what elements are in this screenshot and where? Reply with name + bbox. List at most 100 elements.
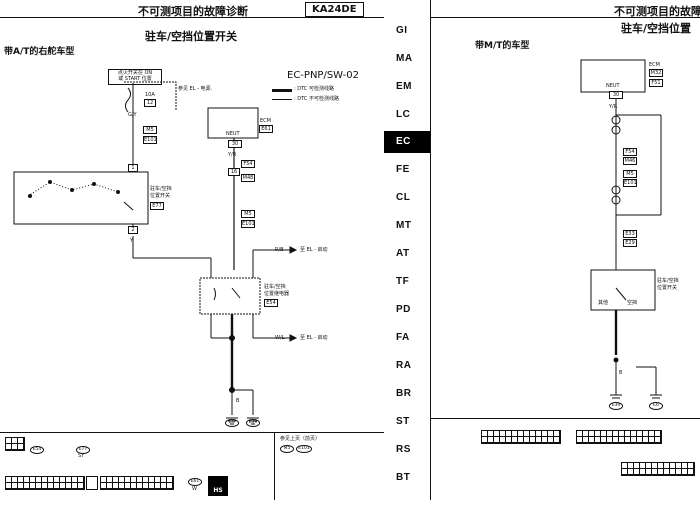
right-footer-grid-2	[576, 430, 662, 444]
right-subtitle: 带M/T的车型	[475, 41, 530, 51]
tab-st[interactable]: ST	[396, 416, 410, 427]
tab-em[interactable]: EM	[396, 81, 412, 92]
right-footer-grid-3	[621, 462, 695, 476]
legend-thin-line	[272, 99, 292, 100]
tab-at[interactable]: AT	[396, 248, 410, 259]
footer-small-e61: E61	[188, 478, 202, 486]
right-switch-label-1: 驻车/空挡	[657, 278, 679, 284]
footer-small-sy: SY	[78, 453, 85, 459]
footer-small-e77: E77	[76, 446, 90, 454]
right-conn-e33: E33	[623, 230, 637, 238]
conn-e101b: E101	[241, 220, 255, 228]
right-wire-yr: Y/R	[609, 104, 618, 110]
wire-rb-label: R/B	[275, 247, 284, 253]
tab-lc[interactable]: LC	[396, 109, 411, 120]
conn-e101: E101	[143, 136, 157, 144]
right-ground-e6: E6	[649, 402, 663, 410]
model-code-badge: KA24DE	[305, 2, 364, 17]
page-header-title: 不可测项目的故障诊断	[138, 5, 248, 18]
right-page: 不可测项目的故障诊断 驻车/空挡位置 带M/T的车型 ECM M3	[431, 0, 700, 500]
fuse-reference: 参见 EL - 电源.	[178, 86, 213, 92]
tab-gi[interactable]: GI	[396, 25, 408, 36]
ignition-switch-box: 点火开关在 ON 或 START 位置	[108, 69, 162, 85]
right-footer-grid-1	[481, 430, 561, 444]
tab-ma[interactable]: MA	[396, 53, 413, 64]
right-ecm-conn-2: F51	[649, 79, 663, 87]
conn-m5: M5	[143, 126, 157, 134]
tab-bt[interactable]: BT	[396, 472, 411, 483]
diagram-code: EC-PNP/SW-02	[287, 70, 359, 81]
neut-label: NEUT	[226, 131, 240, 137]
right-wire-b: B	[619, 370, 623, 376]
tab-fe[interactable]: FE	[396, 164, 410, 175]
subtitle: 带A/T的右舵车型	[4, 47, 75, 57]
right-conn-e101: E101	[623, 179, 637, 187]
tab-br[interactable]: BR	[396, 388, 412, 399]
right-ground-e39: E39	[609, 402, 623, 410]
wire-gy-label: G/Y	[128, 112, 137, 118]
right-conn-e29: E29	[623, 239, 637, 247]
tab-tf[interactable]: TF	[396, 276, 410, 287]
hs-badge-text: HS	[213, 487, 223, 494]
footer-conn-e101: E101	[296, 445, 312, 453]
right-ecm-conn-1: M32	[649, 69, 663, 77]
right-ecm-label: ECM	[649, 62, 660, 68]
relay-label-2: 位置继电器	[264, 291, 290, 297]
footer-mid-box	[86, 476, 98, 490]
left-footer-divider	[274, 432, 275, 500]
left-footer-rule	[0, 432, 384, 433]
fuse-amp: 10A	[145, 92, 155, 98]
wire-y-label: Y	[130, 238, 134, 244]
tab-fa[interactable]: FA	[396, 332, 410, 343]
section-title: 驻车/空挡位置开关	[145, 30, 238, 43]
right-conn-m5: M5	[623, 170, 637, 178]
conn-f54: F54	[241, 160, 255, 168]
section-tab-bar	[384, 0, 430, 500]
legend-dtc-detect: : DTC 可检测线路	[294, 86, 334, 92]
right-switch-label-2: 位置开关	[657, 285, 678, 291]
hs-badge: HS	[208, 476, 228, 496]
switch-connector: E77	[150, 202, 164, 210]
right-switch-state-other: 其他	[598, 300, 609, 306]
right-wiring-diagram	[580, 59, 662, 399]
tab-mt[interactable]: MT	[396, 220, 412, 231]
footer-ref: 参见上页（前页）	[280, 436, 321, 442]
tab-rs[interactable]: RS	[396, 444, 411, 455]
legend-dtc-no-detect: : DTC 不可检测线路	[294, 96, 339, 102]
wire-b-label: B	[236, 398, 240, 404]
ground-e6: E6	[225, 419, 239, 427]
switch-label-2: 位置开关	[150, 193, 171, 199]
wire-yr-label: Y/R	[228, 152, 237, 158]
relay-label-1: 驻车/空挡	[264, 284, 286, 290]
legend-thick-line	[272, 89, 292, 92]
right-footer-rule	[431, 418, 700, 419]
right-neut-pin: 30	[609, 91, 623, 99]
conn-m5b: M5	[241, 210, 255, 218]
switch-label-1: 驻车/空挡	[150, 186, 172, 192]
right-neut-label: NEUT	[606, 83, 620, 89]
tab-cl[interactable]: CL	[396, 192, 411, 203]
conn-m48: M48	[241, 174, 255, 182]
ignition-line-2: 或 START 位置	[118, 76, 152, 82]
right-header-rule	[431, 17, 700, 18]
tab-pd[interactable]: PD	[396, 304, 411, 315]
neut-pin: 30	[228, 140, 242, 148]
footer-small-w: W	[192, 486, 197, 492]
footer-pin-grid-large	[5, 476, 85, 490]
conn-16: 16	[228, 168, 240, 176]
wire-wl-label: W/L	[275, 335, 285, 341]
tab-ec[interactable]: EC	[384, 131, 430, 153]
ground-e39: E39	[246, 419, 260, 427]
conn-1: 1	[128, 164, 138, 172]
relay-connector: E54	[264, 299, 278, 307]
conn-2: 2	[128, 226, 138, 234]
to-el-start-1: 至 EL - 启动	[300, 247, 328, 253]
left-page: 不可测项目的故障诊断 KA24DE 驻车/空挡位置开关 带A/T的右舵车型 EC…	[0, 2, 384, 500]
header-rule	[0, 17, 384, 18]
right-switch-state-neutral: 空挡	[627, 300, 638, 306]
tab-ra[interactable]: RA	[396, 360, 412, 371]
footer-conn-m5: M5	[280, 445, 294, 453]
footer-small-e54: E54	[30, 446, 44, 454]
fuse-number: 12	[144, 99, 156, 107]
right-section-title: 驻车/空挡位置	[621, 22, 692, 35]
